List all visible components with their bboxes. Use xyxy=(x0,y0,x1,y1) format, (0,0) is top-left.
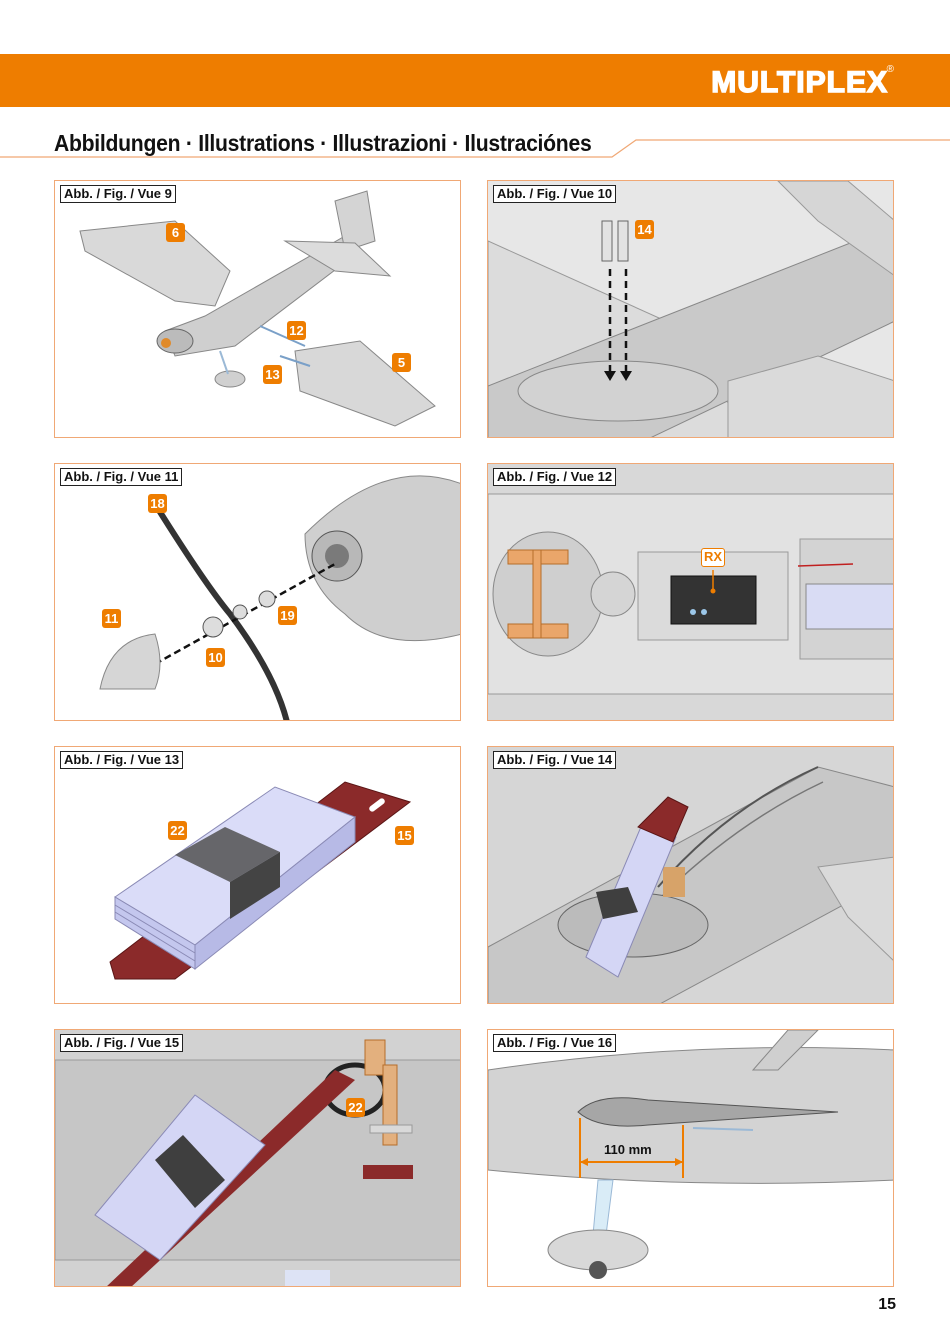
callout-12: 12 xyxy=(287,321,306,340)
callout-22-fig15: 22 xyxy=(346,1098,365,1117)
multiplex-logo: MULTIPLEX xyxy=(710,65,888,100)
callout-rx: RX xyxy=(701,548,726,567)
figure-11-label: Abb. / Fig. / Vue 11 xyxy=(60,468,183,486)
figure-9-label: Abb. / Fig. / Vue 9 xyxy=(60,185,176,203)
callout-13: 13 xyxy=(263,365,282,384)
figure-14-drawing xyxy=(488,747,893,1003)
callout-5: 5 xyxy=(392,353,411,372)
figure-14-panel: Abb. / Fig. / Vue 14 xyxy=(487,746,894,1004)
callout-15: 15 xyxy=(395,826,414,845)
figure-14-label: Abb. / Fig. / Vue 14 xyxy=(493,751,617,769)
figure-10-drawing xyxy=(488,181,893,437)
figure-11-drawing xyxy=(99,475,460,720)
header-band xyxy=(0,54,950,107)
figure-13-drawing xyxy=(109,781,412,980)
figure-12-drawing xyxy=(488,464,893,720)
figure-9-panel: Abb. / Fig. / Vue 9 6 12 5 13 xyxy=(54,180,461,438)
figure-9-drawing xyxy=(79,190,436,427)
figure-10-label: Abb. / Fig. / Vue 10 xyxy=(493,185,617,203)
callout-19: 19 xyxy=(278,606,297,625)
figure-13-panel: Abb. / Fig. / Vue 13 22 15 xyxy=(54,746,461,1004)
figure-15-drawing xyxy=(55,1030,460,1286)
registered-mark: ® xyxy=(886,64,894,75)
dimension-label: 110 mm xyxy=(604,1142,652,1157)
callout-6: 6 xyxy=(166,223,185,242)
callout-11: 11 xyxy=(102,609,121,628)
figure-13-label: Abb. / Fig. / Vue 13 xyxy=(60,751,184,769)
callout-18: 18 xyxy=(148,494,167,513)
figure-16-drawing xyxy=(488,1030,893,1279)
figure-15-panel: Abb. / Fig. / Vue 15 22 xyxy=(54,1029,461,1287)
callout-10: 10 xyxy=(206,648,225,667)
page-title: Abbildungen · Illustrations · Illustrazi… xyxy=(54,130,592,156)
figure-15-label: Abb. / Fig. / Vue 15 xyxy=(60,1034,184,1052)
figure-12-label: Abb. / Fig. / Vue 12 xyxy=(493,468,617,486)
callout-22: 22 xyxy=(168,821,187,840)
figure-16-panel: Abb. / Fig. / Vue 16 110 mm xyxy=(487,1029,894,1287)
figure-10-panel: Abb. / Fig. / Vue 10 14 xyxy=(487,180,894,438)
title-underline xyxy=(0,139,950,158)
figure-11-panel: Abb. / Fig. / Vue 11 18 19 11 10 xyxy=(54,463,461,721)
page-number: 15 xyxy=(878,1296,896,1313)
callout-14: 14 xyxy=(635,220,654,239)
figure-16-label: Abb. / Fig. / Vue 16 xyxy=(493,1034,617,1052)
figure-12-panel: Abb. / Fig. / Vue 12 RX xyxy=(487,463,894,721)
